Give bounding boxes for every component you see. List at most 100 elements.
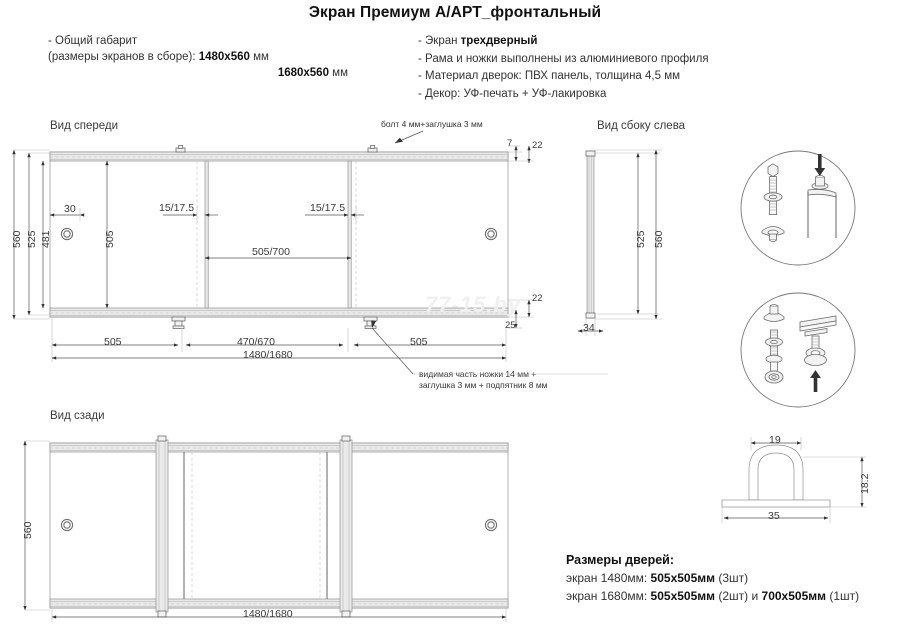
spec-left-line2-value: 1480х560 [198, 51, 250, 63]
detail-leg-assembly [740, 292, 856, 408]
front-dim-bottom-left-505: 505 [104, 336, 122, 348]
front-dim-30: 30 [64, 203, 76, 215]
rear-handle-hole-right-inner [487, 521, 495, 529]
page-title: Экран Премиум А/АРТ_фронтальный [308, 4, 602, 21]
rear-dim-overall: 1480/1680 [243, 608, 293, 620]
front-bolt-cap-right [367, 145, 378, 153]
door-row1-prefix: экран 1480мм: [566, 571, 651, 585]
panel-bolt-insert-icon [807, 154, 837, 238]
front-view-label: Вид спереди [50, 120, 119, 132]
front-view-dimensions [12, 145, 534, 362]
detail-bolt-assembly [740, 150, 856, 266]
front-top-rail [49, 151, 509, 162]
bracket-base-plate [721, 499, 831, 508]
down-arrow-icon [814, 168, 826, 176]
hex-bolt-icon [763, 163, 783, 216]
door-sizes-block: Размеры дверей: экран 1480мм: 505х505мм … [566, 551, 859, 605]
spec-left-line3-unit: мм [328, 67, 348, 79]
side-dim-560: 560 [653, 230, 665, 248]
front-dim-gap-right: 15/17.5 [310, 202, 346, 214]
leg-annotation-line2: заглушка 3 мм + подпятник 8 мм [419, 380, 548, 390]
rear-top-rail [49, 442, 509, 453]
rear-view-dimensions [23, 440, 507, 622]
side-view-label: Вид сбоку слева [597, 120, 686, 132]
spec-right-line3: - Материал дверок: ПВХ панель, толщина 4… [418, 70, 681, 82]
front-dim-bot-25: 25 [505, 320, 516, 331]
rear-guide-rail-right [339, 435, 353, 618]
spec-left-line2-unit: мм [249, 51, 269, 63]
spec-left-line3-value: 1680х560 [277, 67, 329, 79]
spec-right-line1: - Экран трехдверный [418, 33, 709, 51]
leg-stack-icon [763, 304, 785, 384]
rear-bottom-rail [49, 598, 509, 609]
bracket-arch-shape [748, 444, 804, 501]
front-door-divider-right [347, 160, 352, 309]
rear-view-drawing [49, 435, 509, 618]
side-dim-34: 34 [583, 322, 595, 334]
front-bolt-cap-left [175, 145, 186, 153]
front-leg-left [171, 316, 186, 329]
front-handle-hole-left-inner [63, 230, 71, 238]
front-view-drawing [49, 130, 608, 375]
door-row2-prefix: экран 1680мм: [566, 589, 651, 603]
rear-view-label: Вид сзади [50, 410, 105, 422]
front-leg-right [363, 316, 378, 329]
door-row2-suffix: (1шт) [826, 589, 860, 603]
front-dim-481: 481 [40, 230, 52, 248]
up-arrow-icon [810, 370, 821, 378]
spec-left-line2: (размеры экранов в сборе): 1480х560 мм [48, 49, 348, 65]
front-dim-mid-width: 505/700 [252, 246, 290, 258]
detail-circle-bottom [740, 292, 856, 408]
door-row1-suffix: (3шт) [715, 571, 749, 585]
spec-block-right: - Экран трехдверный - Рама и ножки выпол… [418, 33, 709, 103]
bracket-dim-35: 35 [768, 510, 780, 522]
door-row2-value2: 700х505мм [761, 589, 827, 603]
door-sizes-heading: Размеры дверей: [566, 553, 675, 567]
front-handle-hole-right-inner [487, 230, 495, 238]
front-door-divider-left [204, 160, 209, 309]
spec-block-left: - Общий габарит (размеры экранов в сборе… [48, 33, 348, 81]
spec-right-line4: - Декор: УФ-печать + УФ-лакировка [418, 87, 607, 100]
door-row2-mid: (2шт) и [715, 589, 762, 603]
spec-right-line1-bold: трехдверный [460, 35, 538, 47]
front-dim-bot-22: 22 [532, 293, 543, 304]
bracket-dim-19: 19 [769, 434, 781, 446]
door-sizes-row-1480: экран 1480мм: 505х505мм (3шт) [566, 569, 859, 587]
front-dim-505-interior: 505 [104, 230, 116, 248]
front-dim-top-22: 22 [532, 140, 543, 151]
plug-cap-icon [761, 226, 785, 243]
bolt-annotation: болт 4 мм+заглушка 3 мм [381, 119, 483, 129]
front-dim-bottom-mid: 470/670 [237, 336, 275, 348]
spec-right-line2: - Рама и ножки выполнены из алюминиевого… [418, 52, 709, 65]
spec-left-line3: 1680х560 мм [48, 65, 348, 81]
rear-dim-560: 560 [22, 521, 34, 539]
detail-circle-top [740, 150, 856, 266]
rear-panel-body [49, 442, 509, 609]
rear-handle-hole-left-inner [63, 521, 71, 529]
front-dim-top-7: 7 [507, 138, 513, 149]
door-row1-value: 505х505мм [650, 571, 716, 585]
front-dim-gap-left: 15/17.5 [159, 202, 195, 214]
leg-mounted-icon [799, 315, 837, 392]
side-view-drawing [577, 149, 662, 336]
door-sizes-row-1680: экран 1680мм: 505х505мм (2шт) и 700х505м… [566, 587, 859, 605]
spec-left-line1: - Общий габарит [48, 35, 138, 47]
front-panel-body [49, 151, 509, 318]
rear-guide-rail-left [155, 435, 169, 618]
side-bottom-cap [585, 312, 596, 319]
side-dim-525: 525 [635, 230, 647, 248]
bracket-dim-18-2: 18.2 [859, 473, 871, 494]
front-bottom-rail [49, 307, 509, 318]
spec-right-line1-prefix: - Экран [418, 35, 461, 47]
spec-left-line2-prefix: (размеры экранов в сборе): [48, 51, 199, 63]
leg-leader-line [371, 327, 414, 375]
side-profile-body [586, 150, 595, 319]
door-row2-value1: 505х505мм [650, 589, 716, 603]
watermark: 77-15.by [425, 292, 522, 317]
front-dim-overall: 1480/1680 [243, 349, 293, 361]
front-dim-560: 560 [11, 230, 23, 248]
front-dim-525: 525 [26, 230, 38, 248]
bracket-profile-drawing [721, 437, 866, 523]
